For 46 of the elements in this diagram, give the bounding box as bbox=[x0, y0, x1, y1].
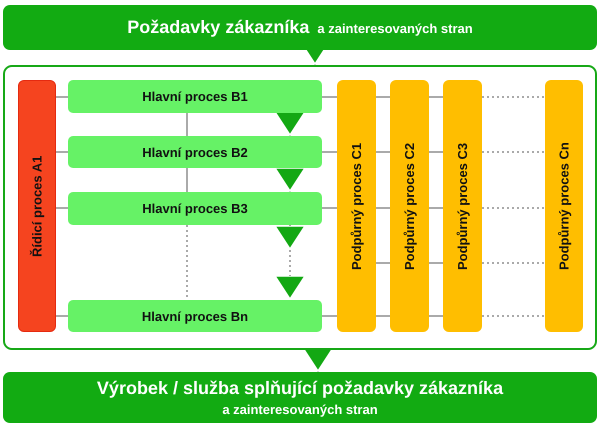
connector-line bbox=[482, 151, 545, 153]
banner-subtitle: a zainteresovaných stran bbox=[222, 402, 378, 417]
connector-line bbox=[56, 151, 68, 153]
connector-line bbox=[429, 207, 443, 209]
connector-line bbox=[376, 96, 390, 98]
banner-subtitle: a zainteresovaných stran bbox=[317, 21, 473, 36]
connector-line bbox=[322, 207, 337, 209]
connector-line bbox=[322, 96, 337, 98]
banner bbox=[3, 372, 597, 423]
connector-line bbox=[56, 207, 68, 209]
process-box: Hlavní proces B1 bbox=[68, 80, 322, 113]
process-box: Hlavní proces Bn bbox=[68, 300, 322, 332]
arrow bbox=[302, 347, 334, 372]
process-bar: Podpůrný proces C1 bbox=[337, 80, 376, 332]
connector-line bbox=[429, 151, 443, 153]
connector-line bbox=[56, 96, 68, 98]
connector-line bbox=[482, 262, 545, 264]
connector-line bbox=[429, 96, 443, 98]
banner-title: Požadavky zákazníka bbox=[127, 17, 310, 38]
connector-line bbox=[376, 151, 390, 153]
process-bar: Řídicí proces A1 bbox=[18, 80, 56, 332]
process-bar: Podpůrný proces C3 bbox=[443, 80, 482, 332]
process-box: Hlavní proces B2 bbox=[68, 136, 322, 168]
connector-line bbox=[482, 207, 545, 209]
connector-line bbox=[482, 96, 545, 98]
connector-line bbox=[429, 262, 443, 264]
group-frame bbox=[3, 65, 597, 350]
connector-line bbox=[186, 225, 188, 300]
connector-line bbox=[482, 315, 545, 317]
connector-line bbox=[376, 262, 390, 264]
process-bar: Podpůrný proces C2 bbox=[390, 80, 429, 332]
connector-line bbox=[322, 151, 337, 153]
arrow bbox=[276, 225, 304, 300]
arrow bbox=[274, 167, 306, 192]
connector-line bbox=[376, 207, 390, 209]
process-bar: Podpůrný proces Cn bbox=[545, 80, 583, 332]
banner bbox=[3, 5, 597, 50]
banner-title: Výrobek / služba splňující požadavky zákazníka bbox=[96, 378, 504, 399]
connector-line bbox=[56, 315, 68, 317]
arrow bbox=[274, 111, 306, 136]
process-box: Hlavní proces B3 bbox=[68, 192, 322, 225]
connector-line bbox=[322, 315, 337, 317]
connector-line bbox=[186, 113, 188, 136]
connector-line bbox=[376, 315, 390, 317]
connector-line bbox=[186, 168, 188, 192]
connector-line bbox=[429, 315, 443, 317]
